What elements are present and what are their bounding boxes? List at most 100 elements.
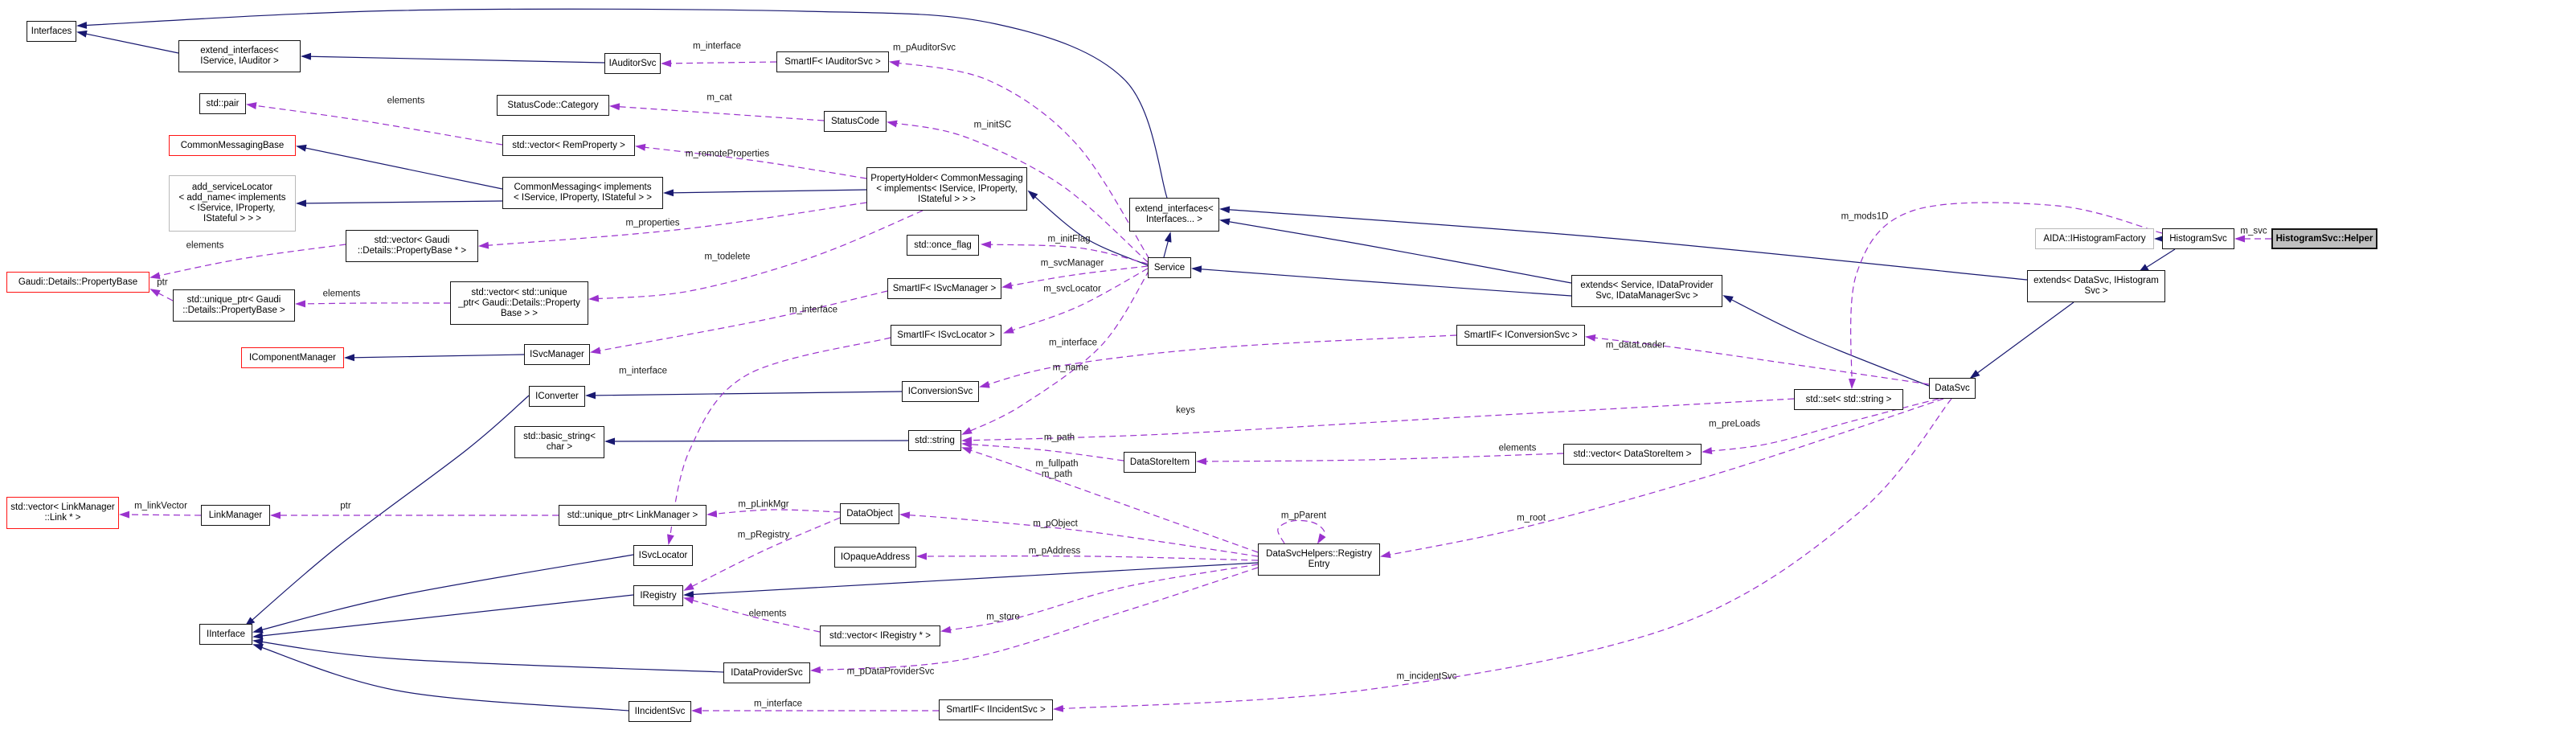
class-node-label: extends< Service, IDataProvider — [1580, 281, 1714, 290]
edge-label-datasvc-to-smartif-iincidentsvc: m_incidentSvc — [1396, 671, 1457, 682]
class-node-commonmessaging-implements[interactable]: CommonMessaging< implements< IService, I… — [502, 177, 663, 209]
class-node-std-vector-linkmanager-link[interactable]: std::vector< LinkManager::Link * > — [6, 497, 119, 529]
class-node-aida-ihistogramfactory: AIDA::IHistogramFactory — [2035, 228, 2154, 249]
class-node-label: Svc > — [2084, 286, 2108, 296]
class-node-std-basic-string-char[interactable]: std::basic_string<char > — [514, 426, 604, 458]
class-node-iconversionsvc[interactable]: IConversionSvc — [902, 381, 979, 402]
class-node-idataprovidersvc[interactable]: IDataProviderSvc — [723, 662, 810, 683]
class-node-iconverter[interactable]: IConverter — [529, 386, 585, 407]
class-node-label: IConversionSvc — [907, 386, 973, 396]
class-node-label: DataSvc — [1935, 383, 1970, 393]
class-node-std-unique-ptr-linkmanager[interactable]: std::unique_ptr< LinkManager > — [559, 505, 706, 526]
edge-propertyholder-to-commonmessaging-implements — [663, 189, 867, 197]
class-node-extend-interfaces-iservice-iauditor[interactable]: extend_interfaces<IService, IAuditor > — [178, 40, 301, 72]
class-node-label: CommonMessagingBase — [180, 140, 285, 150]
class-node-commonmessagingbase[interactable]: CommonMessagingBase — [169, 135, 296, 156]
edge-iincidentsvc-to-iinterface — [252, 644, 629, 711]
edge-label-std-vector-remproperty-to-std-pair: elements — [387, 96, 425, 106]
class-node-label: SmartIF< ISvcManager > — [892, 283, 997, 293]
class-node-icomponentmanager[interactable]: IComponentManager — [241, 347, 344, 368]
edge-label-datasvchelpers-registryentry-to-dataobject: m_pObject — [1033, 519, 1078, 529]
edge-datasvc-to-datasvchelpers-registryentry — [1380, 398, 1944, 559]
edge-smartif-iauditorsvc-to-iauditorsvc — [661, 59, 777, 68]
class-node-std-once-flag[interactable]: std::once_flag — [907, 235, 979, 256]
edge-extend-interfaces-variadic-to-interfaces — [76, 8, 1168, 199]
class-node-isvcmanager[interactable]: ISvcManager — [524, 344, 590, 365]
class-node-gaudi-details-propertybase[interactable]: Gaudi::Details::PropertyBase — [6, 272, 149, 293]
class-node-isvclocator[interactable]: ISvcLocator — [633, 545, 693, 566]
edge-label-service-to-std-string: m_name — [1052, 363, 1089, 373]
class-node-label: HistogramSvc — [2169, 233, 2227, 244]
class-node-iregistry[interactable]: IRegistry — [633, 585, 683, 606]
class-node-propertyholder[interactable]: PropertyHolder< CommonMessaging< impleme… — [866, 167, 1027, 211]
edge-label-histogramsvc-helper-to-histogramsvc: m_svc — [2240, 226, 2267, 236]
class-node-std-pair[interactable]: std::pair — [199, 93, 246, 114]
edge-iregistry-to-iinterface — [252, 594, 634, 640]
class-node-histogramsvc[interactable]: HistogramSvc — [2162, 228, 2234, 249]
edge-label-std-unique-ptr-propertybase-to-gaudi-details-propertybase: ptr — [157, 277, 168, 288]
edge-label-std-set-std-string-to-std-string: keys — [1176, 405, 1195, 416]
class-node-datastoreitem[interactable]: DataStoreItem — [1124, 452, 1196, 473]
class-node-interfaces[interactable]: Interfaces — [27, 21, 76, 42]
class-node-smartif-iconversionsvc[interactable]: SmartIF< IConversionSvc > — [1456, 325, 1585, 346]
class-node-statuscode-category[interactable]: StatusCode::Category — [497, 95, 609, 116]
edge-iauditorsvc-to-extend-interfaces-iservice-iauditor — [301, 52, 605, 64]
edge-service-to-smartif-isvclocator — [1003, 268, 1149, 334]
class-node-std-vector-iregistry[interactable]: std::vector< IRegistry * > — [820, 625, 940, 646]
class-node-std-set-std-string[interactable]: std::set< std::string > — [1794, 389, 1903, 410]
edge-commonmessaging-implements-to-commonmessagingbase — [296, 144, 503, 190]
class-node-label: IIncidentSvc — [634, 706, 686, 716]
class-node-label: CommonMessaging< implements — [514, 182, 652, 192]
class-node-label: Entry — [1308, 560, 1330, 569]
class-node-label: IRegistry — [640, 590, 677, 601]
class-node-label: _ptr< Gaudi::Details::Property — [458, 297, 580, 308]
class-node-extend-interfaces-variadic[interactable]: extend_interfaces<Interfaces... > — [1129, 198, 1219, 232]
class-node-dataobject[interactable]: DataObject — [840, 503, 899, 524]
edge-label-datasvc-to-std-vector-datastoreitem: m_preLoads — [1709, 419, 1760, 429]
edge-label-service-to-smartif-isvcmanager: m_svcManager — [1040, 258, 1104, 269]
class-node-service[interactable]: Service — [1148, 257, 1191, 278]
class-node-smartif-isvclocator[interactable]: SmartIF< ISvcLocator > — [891, 325, 1001, 346]
edge-isvclocator-to-iinterface — [252, 554, 634, 634]
class-node-label: < add_name< implements — [178, 193, 286, 203]
class-node-linkmanager[interactable]: LinkManager — [201, 505, 270, 526]
class-node-iopaqueaddress[interactable]: IOpaqueAddress — [834, 547, 916, 568]
edge-smartif-isvcmanager-to-isvcmanager — [590, 290, 888, 355]
class-node-label: extends< DataSvc, IHistogram — [2033, 276, 2159, 285]
class-node-smartif-isvcmanager[interactable]: SmartIF< ISvcManager > — [887, 278, 1001, 299]
edge-service-to-statuscode — [887, 120, 1149, 263]
class-node-std-vector-unique-ptr-propertybase[interactable]: std::vector< std::unique_ptr< Gaudi::Det… — [450, 281, 588, 325]
edge-std-set-std-string-to-std-string — [961, 398, 1795, 445]
edge-label-std-unique-ptr-linkmanager-to-linkmanager: ptr — [340, 501, 351, 511]
class-node-std-vector-propertybase-ptr[interactable]: std::vector< Gaudi::Details::PropertyBas… — [346, 230, 478, 262]
edge-extend-interfaces-iservice-iauditor-to-interfaces — [76, 30, 179, 54]
class-node-smartif-iauditorsvc[interactable]: SmartIF< IAuditorSvc > — [776, 51, 889, 72]
class-node-iinterface[interactable]: IInterface — [199, 624, 252, 645]
class-node-histogramsvc-helper: HistogramSvc::Helper — [2271, 228, 2377, 249]
class-node-label: < implements< IService, IProperty, — [876, 183, 1018, 194]
class-node-label: add_serviceLocator — [191, 182, 273, 192]
class-node-add-servicelocator: add_serviceLocator< add_name< implements… — [169, 175, 296, 232]
edge-label-dataobject-to-iregistry: m_pRegistry — [737, 530, 790, 540]
class-node-std-string[interactable]: std::string — [908, 430, 961, 451]
class-node-iincidentsvc[interactable]: IIncidentSvc — [629, 701, 691, 722]
class-node-label: std::unique_ptr< LinkManager > — [567, 510, 698, 520]
class-node-statuscode[interactable]: StatusCode — [824, 111, 887, 132]
class-node-label: SmartIF< IAuditorSvc > — [784, 56, 881, 67]
class-node-smartif-iincidentsvc[interactable]: SmartIF< IIncidentSvc > — [939, 699, 1053, 720]
class-node-datasvc[interactable]: DataSvc — [1929, 378, 1976, 399]
class-node-std-vector-datastoreitem[interactable]: std::vector< DataStoreItem > — [1563, 444, 1702, 465]
edge-propertyholder-to-std-vector-propertybase-ptr — [478, 202, 867, 249]
edge-label-std-vector-unique-ptr-propertybase-to-std-unique-ptr-propertybase: elements — [322, 289, 361, 299]
class-node-std-vector-remproperty[interactable]: std::vector< RemProperty > — [502, 135, 635, 156]
class-node-label: HistogramSvc::Helper — [2275, 233, 2373, 244]
class-node-label: IDataProviderSvc — [731, 667, 803, 678]
edge-label-datastoreitem-to-std-string: m_path — [1043, 433, 1075, 443]
class-node-iauditorsvc[interactable]: IAuditorSvc — [604, 53, 661, 74]
class-node-label: IService, IAuditor > — [200, 56, 279, 66]
class-node-std-unique-ptr-propertybase[interactable]: std::unique_ptr< Gaudi::Details::Propert… — [173, 289, 295, 322]
